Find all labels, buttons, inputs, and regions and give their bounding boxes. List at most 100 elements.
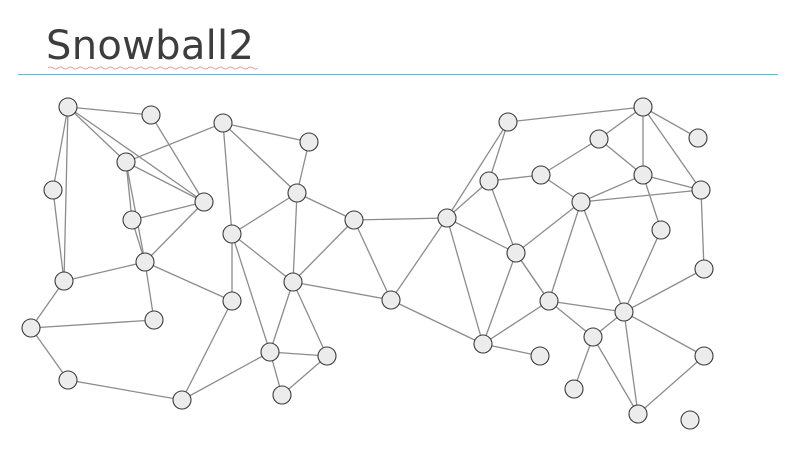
graph-edge — [446, 121, 509, 219]
graph-node — [135, 252, 155, 272]
graph-edge — [580, 174, 644, 203]
graph-edge — [488, 180, 517, 254]
graph-edge — [125, 122, 224, 163]
graph-edge — [181, 300, 233, 401]
graph-edge — [353, 217, 448, 221]
graph-edge — [292, 281, 392, 301]
graph-edge — [30, 327, 69, 381]
graph-edge — [292, 281, 328, 357]
graph-node — [633, 97, 653, 117]
graph-edge — [222, 122, 298, 194]
graph-edge — [700, 189, 705, 270]
graph-node — [54, 271, 74, 291]
graph-node — [437, 208, 457, 228]
graph-node — [531, 165, 551, 185]
graph-node — [583, 327, 603, 347]
graph-edge — [446, 217, 484, 345]
graph-edge — [488, 121, 509, 182]
graph-edge — [231, 233, 271, 353]
graph-node — [116, 152, 136, 172]
graph-edge — [131, 201, 205, 221]
graph-node — [479, 171, 499, 191]
graph-edge — [642, 174, 702, 191]
graph-edge — [144, 261, 155, 321]
graph-edge — [540, 138, 600, 176]
slide-title: Snowball2 — [46, 23, 255, 69]
graph-edge — [63, 261, 146, 282]
graph-node — [680, 410, 700, 430]
graph-edge — [292, 219, 355, 283]
graph-node — [589, 129, 609, 149]
spellcheck-underline — [48, 66, 258, 70]
graph-edge — [515, 201, 582, 254]
graph-edge — [482, 252, 517, 345]
graph-node — [317, 346, 337, 366]
graph-node — [694, 346, 714, 366]
graph-edge — [67, 106, 205, 203]
graph-node — [506, 243, 526, 263]
graph-node — [694, 259, 714, 279]
graph-node — [172, 390, 192, 410]
graph-node — [651, 220, 671, 240]
graph-edge — [281, 355, 328, 396]
graph-node — [287, 183, 307, 203]
graph-node — [144, 310, 164, 330]
graph-node — [213, 113, 233, 133]
graph-node — [691, 180, 711, 200]
graph-edge — [231, 233, 294, 283]
graph-edge — [125, 161, 133, 221]
graph-edge — [67, 106, 152, 116]
graph-edge — [222, 122, 310, 143]
graph-edge — [390, 217, 448, 301]
graph-edge — [637, 355, 705, 415]
graph-node — [21, 318, 41, 338]
graph-edge — [623, 311, 639, 415]
graph-node — [628, 404, 648, 424]
graph-edge — [353, 219, 392, 301]
graph-edge — [642, 174, 662, 231]
graph-node — [473, 334, 493, 354]
graph-node — [614, 302, 634, 322]
graph-edges — [30, 106, 705, 415]
graph-edge — [623, 268, 705, 313]
graph-node — [222, 224, 242, 244]
graph-edge — [515, 252, 550, 302]
graph-node — [58, 97, 78, 117]
graph-edge — [125, 161, 205, 203]
graph-edge — [482, 300, 550, 345]
graph-node — [571, 192, 591, 212]
graph-edge — [67, 379, 183, 401]
graph-node — [344, 210, 364, 230]
graph-node — [633, 165, 653, 185]
graph-node — [122, 210, 142, 230]
graph-node — [58, 370, 78, 390]
graph-node — [43, 180, 63, 200]
graph-edge — [296, 192, 355, 221]
graph-edge — [30, 319, 155, 329]
graph-edge — [507, 106, 644, 123]
graph-edge — [548, 300, 625, 313]
graph-edge — [222, 122, 233, 235]
graph-edge — [580, 201, 625, 313]
graph-edge — [30, 280, 65, 329]
graph-node — [381, 290, 401, 310]
graph-node — [283, 272, 303, 292]
graph-edge — [623, 311, 705, 357]
graph-node — [530, 346, 550, 366]
graph-edge — [181, 351, 271, 401]
graph-nodes — [21, 97, 714, 430]
graph-node — [222, 291, 242, 311]
graph-edge — [292, 192, 298, 283]
graph-edge — [52, 189, 65, 282]
graph-edge — [52, 106, 69, 191]
graph-edge — [144, 201, 205, 263]
graph-edge — [269, 281, 294, 353]
graph-edge — [67, 106, 127, 163]
title-divider — [18, 74, 778, 75]
graph-edge — [623, 229, 662, 313]
graph-node — [498, 112, 518, 132]
graph-edge — [580, 189, 702, 203]
graph-edge — [446, 217, 517, 254]
